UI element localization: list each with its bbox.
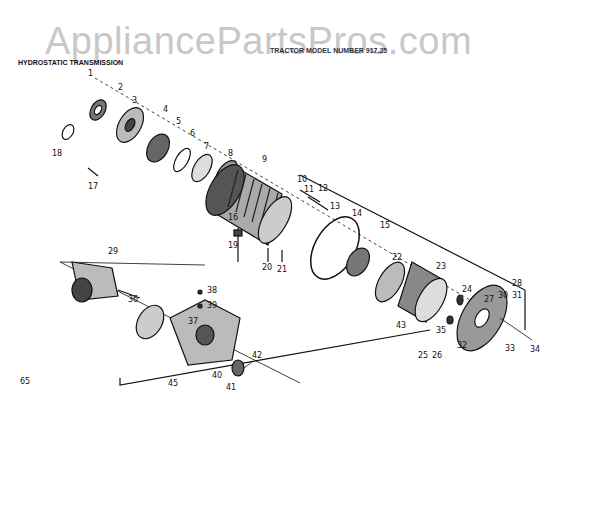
fitting-part <box>267 248 268 262</box>
pin-part <box>308 197 328 210</box>
pump-part <box>72 278 92 302</box>
band-part <box>409 273 454 327</box>
center-part <box>342 244 374 280</box>
callout-number: 7 <box>204 143 209 151</box>
drawing-part <box>60 78 532 385</box>
callout-number: 37 <box>188 318 198 326</box>
bearing-part <box>86 97 109 123</box>
end-plate <box>447 277 518 359</box>
callout-number: 3 <box>132 97 137 105</box>
callout-number: 31 <box>512 292 522 300</box>
callout-number: 5 <box>176 118 181 126</box>
callout-number: 30 <box>498 292 508 300</box>
callout-number: 33 <box>505 345 515 353</box>
callout-number: 26 <box>432 352 442 360</box>
callout-number: 12 <box>318 185 328 193</box>
leader-line <box>500 318 532 340</box>
callout-number: 19 <box>228 242 238 250</box>
diagram-title: HYDROSTATIC TRANSMISSION <box>18 59 123 66</box>
piston-block <box>142 130 174 166</box>
callout-number: 9 <box>262 156 267 164</box>
callout-number: 2 <box>118 84 123 92</box>
callout-number: 16 <box>228 214 238 222</box>
seal-part <box>232 360 244 376</box>
callout-number: 42 <box>252 352 262 360</box>
bearing-part <box>93 104 103 116</box>
washer-part <box>457 295 463 305</box>
cover-part <box>170 300 240 365</box>
fitting-part <box>281 250 282 262</box>
callout-number: 11 <box>304 186 314 194</box>
disc-part <box>111 103 149 147</box>
callout-number: 35 <box>436 327 446 335</box>
callout-number: 36 <box>128 296 138 304</box>
callout-number: 45 <box>168 380 178 388</box>
callout-number: 24 <box>462 286 472 294</box>
callout-number: 34 <box>530 346 540 354</box>
ring-part <box>60 123 77 142</box>
housing <box>252 191 299 248</box>
callout-number: 27 <box>484 296 494 304</box>
callout-number: 25 <box>418 352 428 360</box>
callout-number: 32 <box>457 342 467 350</box>
callout-number: 6 <box>190 130 195 138</box>
callout-number: 22 <box>392 254 402 262</box>
header-text: TRACTOR MODEL NUMBER 917.25 <box>270 47 387 54</box>
callout-number: 28 <box>512 280 522 288</box>
fitting-part <box>234 230 242 236</box>
callout-number: 40 <box>212 372 222 380</box>
callout-number: 65 <box>20 378 30 386</box>
watermark: AppliancePartsPros.com <box>45 22 472 60</box>
callout-number: 4 <box>163 106 168 114</box>
leader-line <box>244 362 252 368</box>
callout-number: 21 <box>277 266 287 274</box>
callout-number: 10 <box>297 176 307 184</box>
callout-number: 15 <box>380 222 390 230</box>
ring-part <box>131 300 170 343</box>
washer-part <box>447 316 453 324</box>
bracket <box>120 330 430 385</box>
plate-part <box>188 151 217 185</box>
bolt-part <box>88 168 98 176</box>
callout-number: 41 <box>226 384 236 392</box>
disc-part <box>123 117 137 133</box>
callout-number: 14 <box>352 210 362 218</box>
callout-number: 38 <box>207 287 217 295</box>
bolt-part <box>198 290 202 294</box>
callout-number: 1 <box>88 70 93 78</box>
callout-number: 17 <box>88 183 98 191</box>
callout-number: 29 <box>108 248 118 256</box>
ring-part <box>170 146 193 175</box>
housing <box>198 158 252 221</box>
bracket <box>60 262 300 383</box>
cover-part <box>196 325 214 345</box>
callout-number: 43 <box>396 322 406 330</box>
callout-number: 23 <box>436 263 446 271</box>
callout-number: 8 <box>228 150 233 158</box>
bolt-part <box>198 304 202 308</box>
callout-number: 20 <box>262 264 272 272</box>
callout-number: 18 <box>52 150 62 158</box>
callout-number: 39 <box>207 302 217 310</box>
callout-number: 13 <box>330 203 340 211</box>
end-plate <box>472 306 492 329</box>
